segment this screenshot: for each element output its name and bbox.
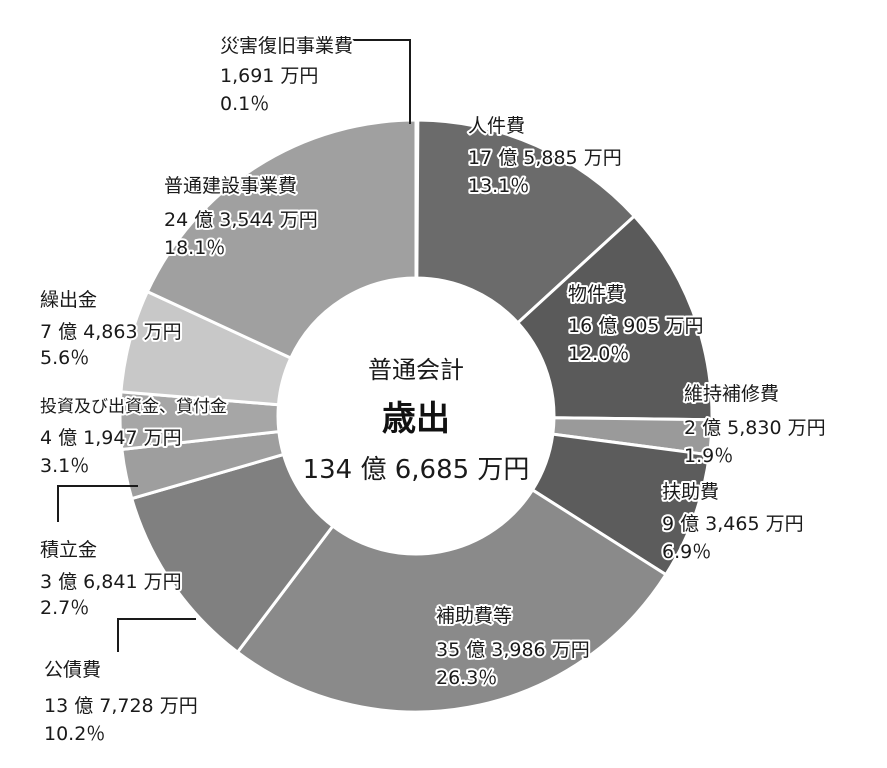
slice-label-transfers-amount: 7 億 4,863 万円: [40, 321, 182, 343]
slice-label-subsidies-name: 補助費等: [436, 605, 512, 627]
slice-label-disaster-recovery-percent: 0.1％: [220, 93, 269, 115]
slice-label-reserve-fund-name: 積立金: [40, 539, 97, 561]
center-title: 普通会計: [368, 356, 464, 384]
slice-label-investment-percent: 3.1％: [40, 455, 89, 477]
slice-label-reserve-fund-percent: 2.7％: [40, 597, 89, 619]
slice-label-maintenance-name: 維持補修費: [684, 383, 779, 405]
slice-label-construction-amount: 24 億 3,544 万円: [164, 209, 318, 231]
slice-label-debt-service-percent: 10.2％: [44, 723, 105, 745]
center-total: 134 億 6,685 万円: [303, 455, 530, 485]
slice-label-construction-percent: 18.1％: [164, 237, 225, 259]
leader-reserve-fund: [57, 485, 138, 522]
slice-label-subsidies-percent: 26.3％: [436, 667, 497, 689]
center-heading: 歳出: [382, 399, 450, 439]
slice-label-investment-amount: 4 億 1,947 万円: [40, 427, 182, 449]
slice-label-disaster-recovery-name: 災害復旧事業費: [220, 35, 353, 57]
slice-label-personnel-percent: 13.1％: [468, 175, 529, 197]
slice-label-maintenance-percent: 1.9％: [684, 445, 733, 467]
slice-label-maintenance-amount: 2 億 5,830 万円: [684, 417, 826, 439]
leader-debt-service: [117, 618, 196, 652]
leader-disaster-recovery: [236, 39, 411, 124]
slice-label-goods-name: 物件費: [568, 283, 625, 305]
slice-label-personnel-name: 人件費: [468, 115, 525, 137]
donut-hole: [278, 278, 554, 554]
slice-label-welfare-amount: 9 億 3,465 万円: [662, 513, 804, 535]
slice-label-goods-amount: 16 億 905 万円: [568, 315, 704, 337]
center-label: 普通会計 歳出 134 億 6,685 万円: [303, 356, 530, 485]
slice-label-goods-percent: 12.0％: [568, 343, 629, 365]
slice-label-welfare-percent: 6.9％: [662, 541, 711, 563]
slice-label-construction-name: 普通建設事業費: [164, 175, 297, 197]
donut-slices: [118, 118, 714, 714]
slice-label-personnel-amount: 17 億 5,885 万円: [468, 147, 622, 169]
slice-label-reserve-fund-amount: 3 億 6,841 万円: [40, 571, 182, 593]
slice-label-transfers-percent: 5.6％: [40, 347, 89, 369]
slice-label-disaster-recovery-amount: 1,691 万円: [220, 65, 318, 87]
slice-label-debt-service-amount: 13 億 7,728 万円: [44, 695, 198, 717]
slice-label-welfare-name: 扶助費: [662, 481, 719, 503]
slice-labels: 災害復旧事業費 1,691 万円 0.1％ 人件費 17 億 5,885 万円 …: [38, 33, 828, 747]
slice-label-investment-name: 投資及び出資金、貸付金: [40, 397, 227, 417]
slice-label-subsidies-amount: 35 億 3,986 万円: [436, 639, 590, 661]
slice-label-transfers-name: 繰出金: [40, 289, 97, 311]
slice-label-debt-service-name: 公債費: [44, 659, 101, 681]
leader-lines: [57, 39, 411, 652]
